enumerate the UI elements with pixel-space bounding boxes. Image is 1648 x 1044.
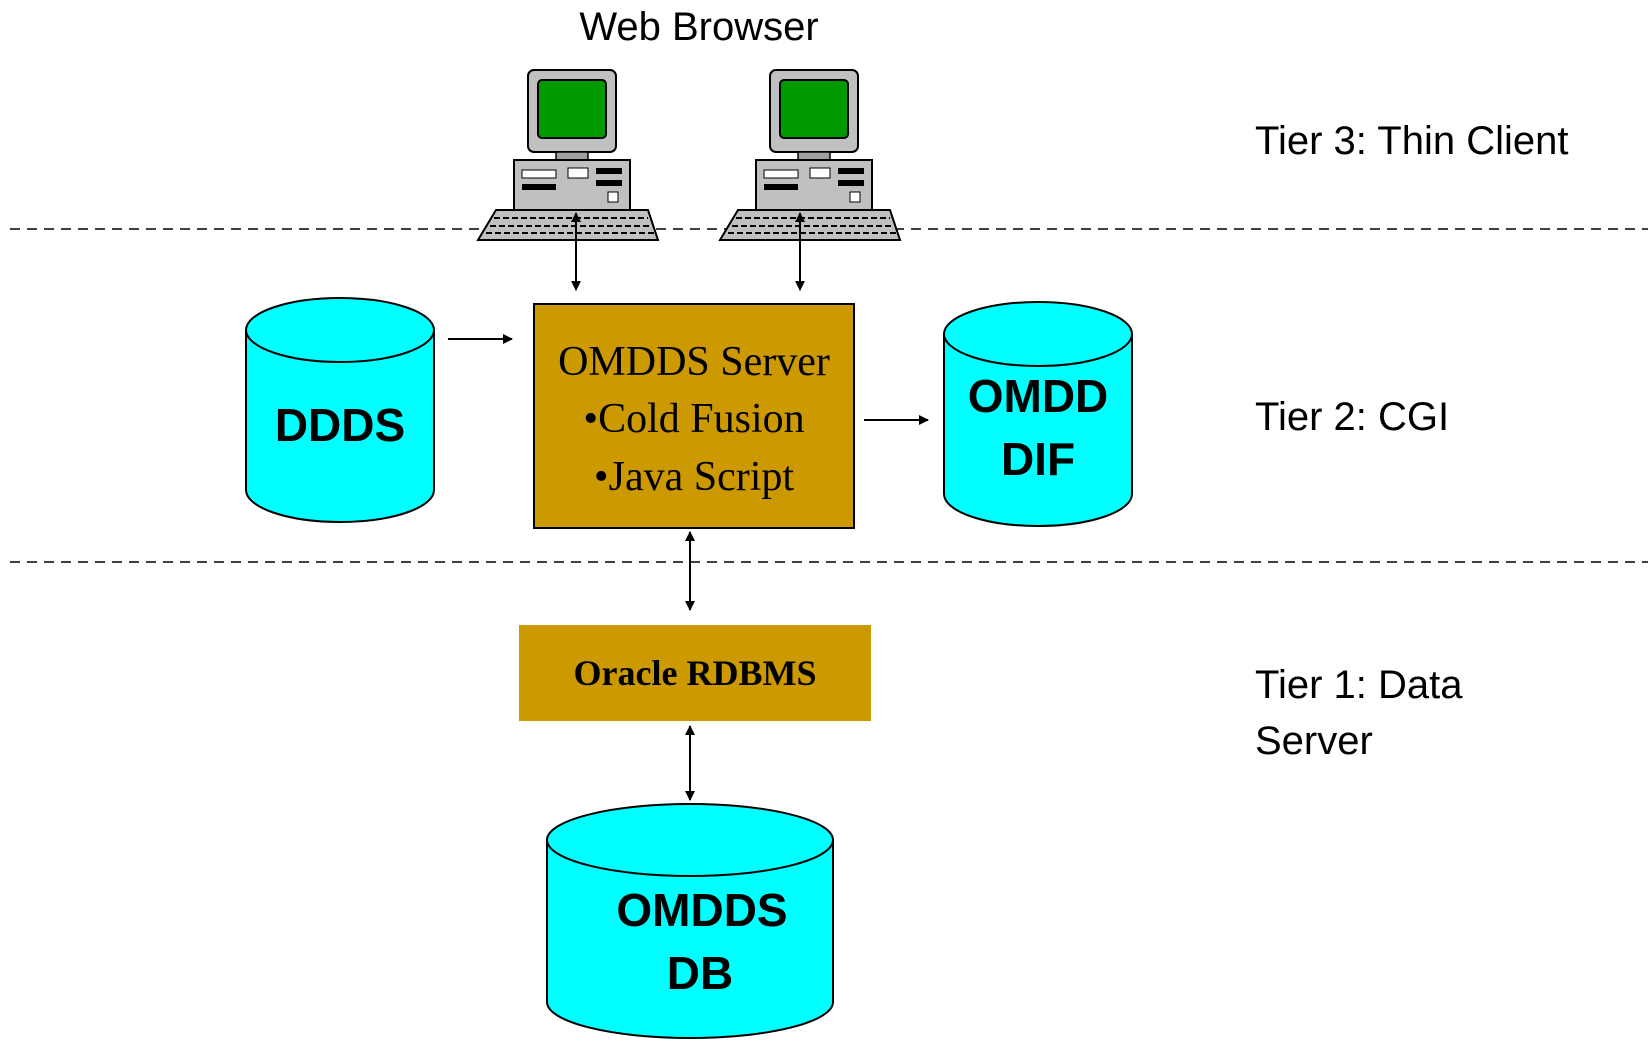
monitor-screen [537,79,607,139]
tier1-label-line2: Server [1255,719,1373,763]
oracle-rdbms-box: Oracle RDBMS [519,625,871,721]
monitor-screen [779,79,849,139]
web-browser-heading: Web Browser [579,5,818,49]
server-title: OMDDS Server [558,339,830,385]
omdds-db-label-line2: DB [667,947,733,999]
tier2-label: Tier 2: CGI [1255,395,1449,439]
omdds-server-box: OMDDS Server •Cold Fusion •Java Script [533,303,855,529]
omdds-db-database: OMDDS DB [546,803,834,1039]
computer-icon [476,69,660,241]
tier3-label: Tier 3: Thin Client [1255,119,1568,163]
ddds-database: DDDS [245,297,435,523]
client-computer-1 [476,69,660,241]
oracle-label: Oracle RDBMS [574,653,817,693]
omdd-label-line2: DIF [1001,433,1075,485]
server-item-java-script: •Java Script [594,454,794,500]
omdd-label-line1: OMDD [968,370,1109,422]
computer-icon [718,69,902,241]
ddds-label: DDDS [275,399,405,451]
omdd-dif-database: OMDD DIF [943,301,1133,527]
server-item-cold-fusion: •Cold Fusion [583,396,804,442]
omdds-db-label-line1: OMDDS [616,884,787,936]
client-computer-2 [718,69,902,241]
tier1-label-line1: Tier 1: Data [1255,663,1463,707]
